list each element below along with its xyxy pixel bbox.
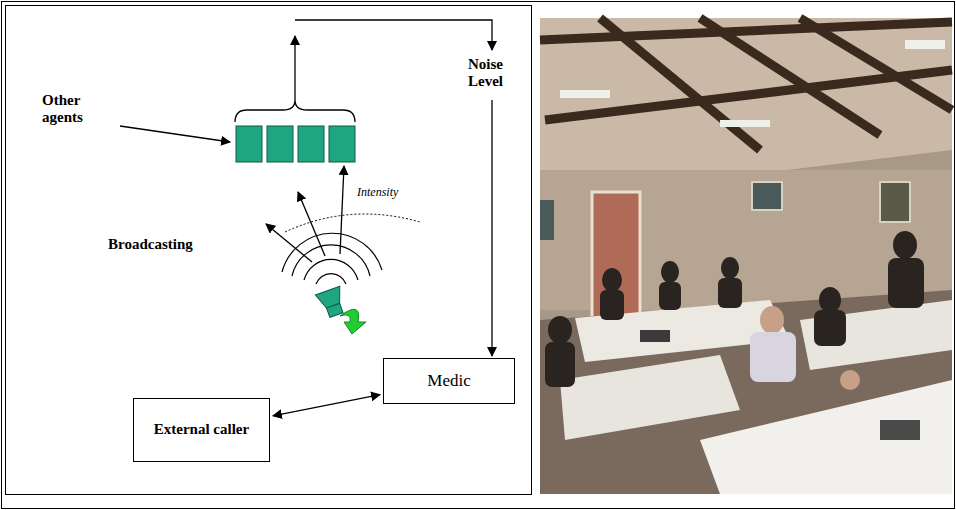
process-box: External caller bbox=[133, 398, 270, 462]
annotation-label: Noise Level bbox=[468, 56, 518, 91]
annotation-label: Intensity bbox=[356, 186, 399, 200]
process-box: Medic bbox=[383, 358, 515, 404]
annotation-label: Other agents bbox=[42, 92, 114, 127]
node-text: External caller bbox=[154, 421, 249, 438]
connector-arrow bbox=[273, 395, 380, 416]
annotation-label: Broadcasting bbox=[108, 236, 193, 253]
node-text: Medic bbox=[427, 371, 470, 391]
